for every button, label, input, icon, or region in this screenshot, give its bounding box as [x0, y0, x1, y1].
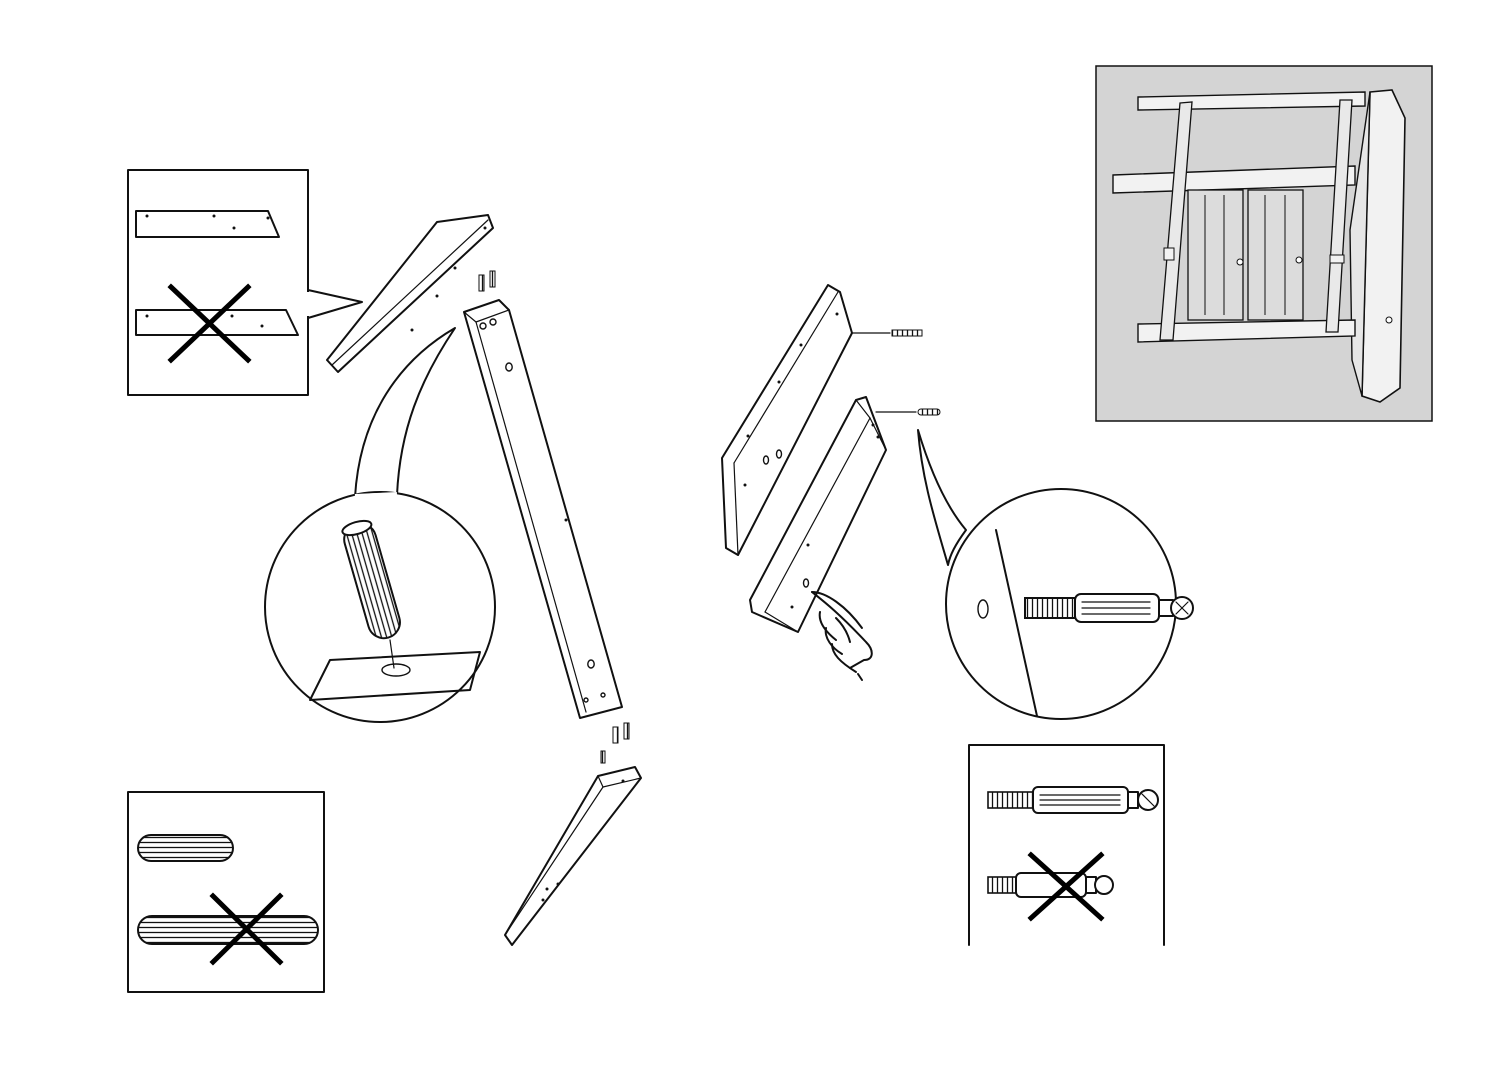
short-dowel — [138, 835, 233, 861]
lower-rail-board — [505, 767, 641, 945]
cam-bolt-insertion-detail — [918, 430, 1193, 719]
dowel-icon — [479, 271, 495, 291]
chair-leg — [464, 300, 622, 718]
long-cam-bolt — [988, 787, 1158, 813]
cam-bolt-icon — [876, 409, 940, 415]
cam-bolt-icon — [852, 330, 922, 336]
short-cam-bolt — [988, 873, 1113, 897]
assembled-frame-reference-panel — [1096, 66, 1432, 421]
seat-rail-board — [327, 215, 493, 372]
dowel-icon — [601, 723, 629, 763]
long-dowel — [138, 916, 318, 944]
callout-pointer — [308, 290, 362, 318]
hand-pointing-icon — [812, 592, 872, 680]
cam-bolt-type-panel — [969, 745, 1164, 945]
panel-frame — [128, 792, 324, 992]
panel-frame — [128, 170, 308, 395]
dowel-length-panel — [128, 792, 324, 992]
